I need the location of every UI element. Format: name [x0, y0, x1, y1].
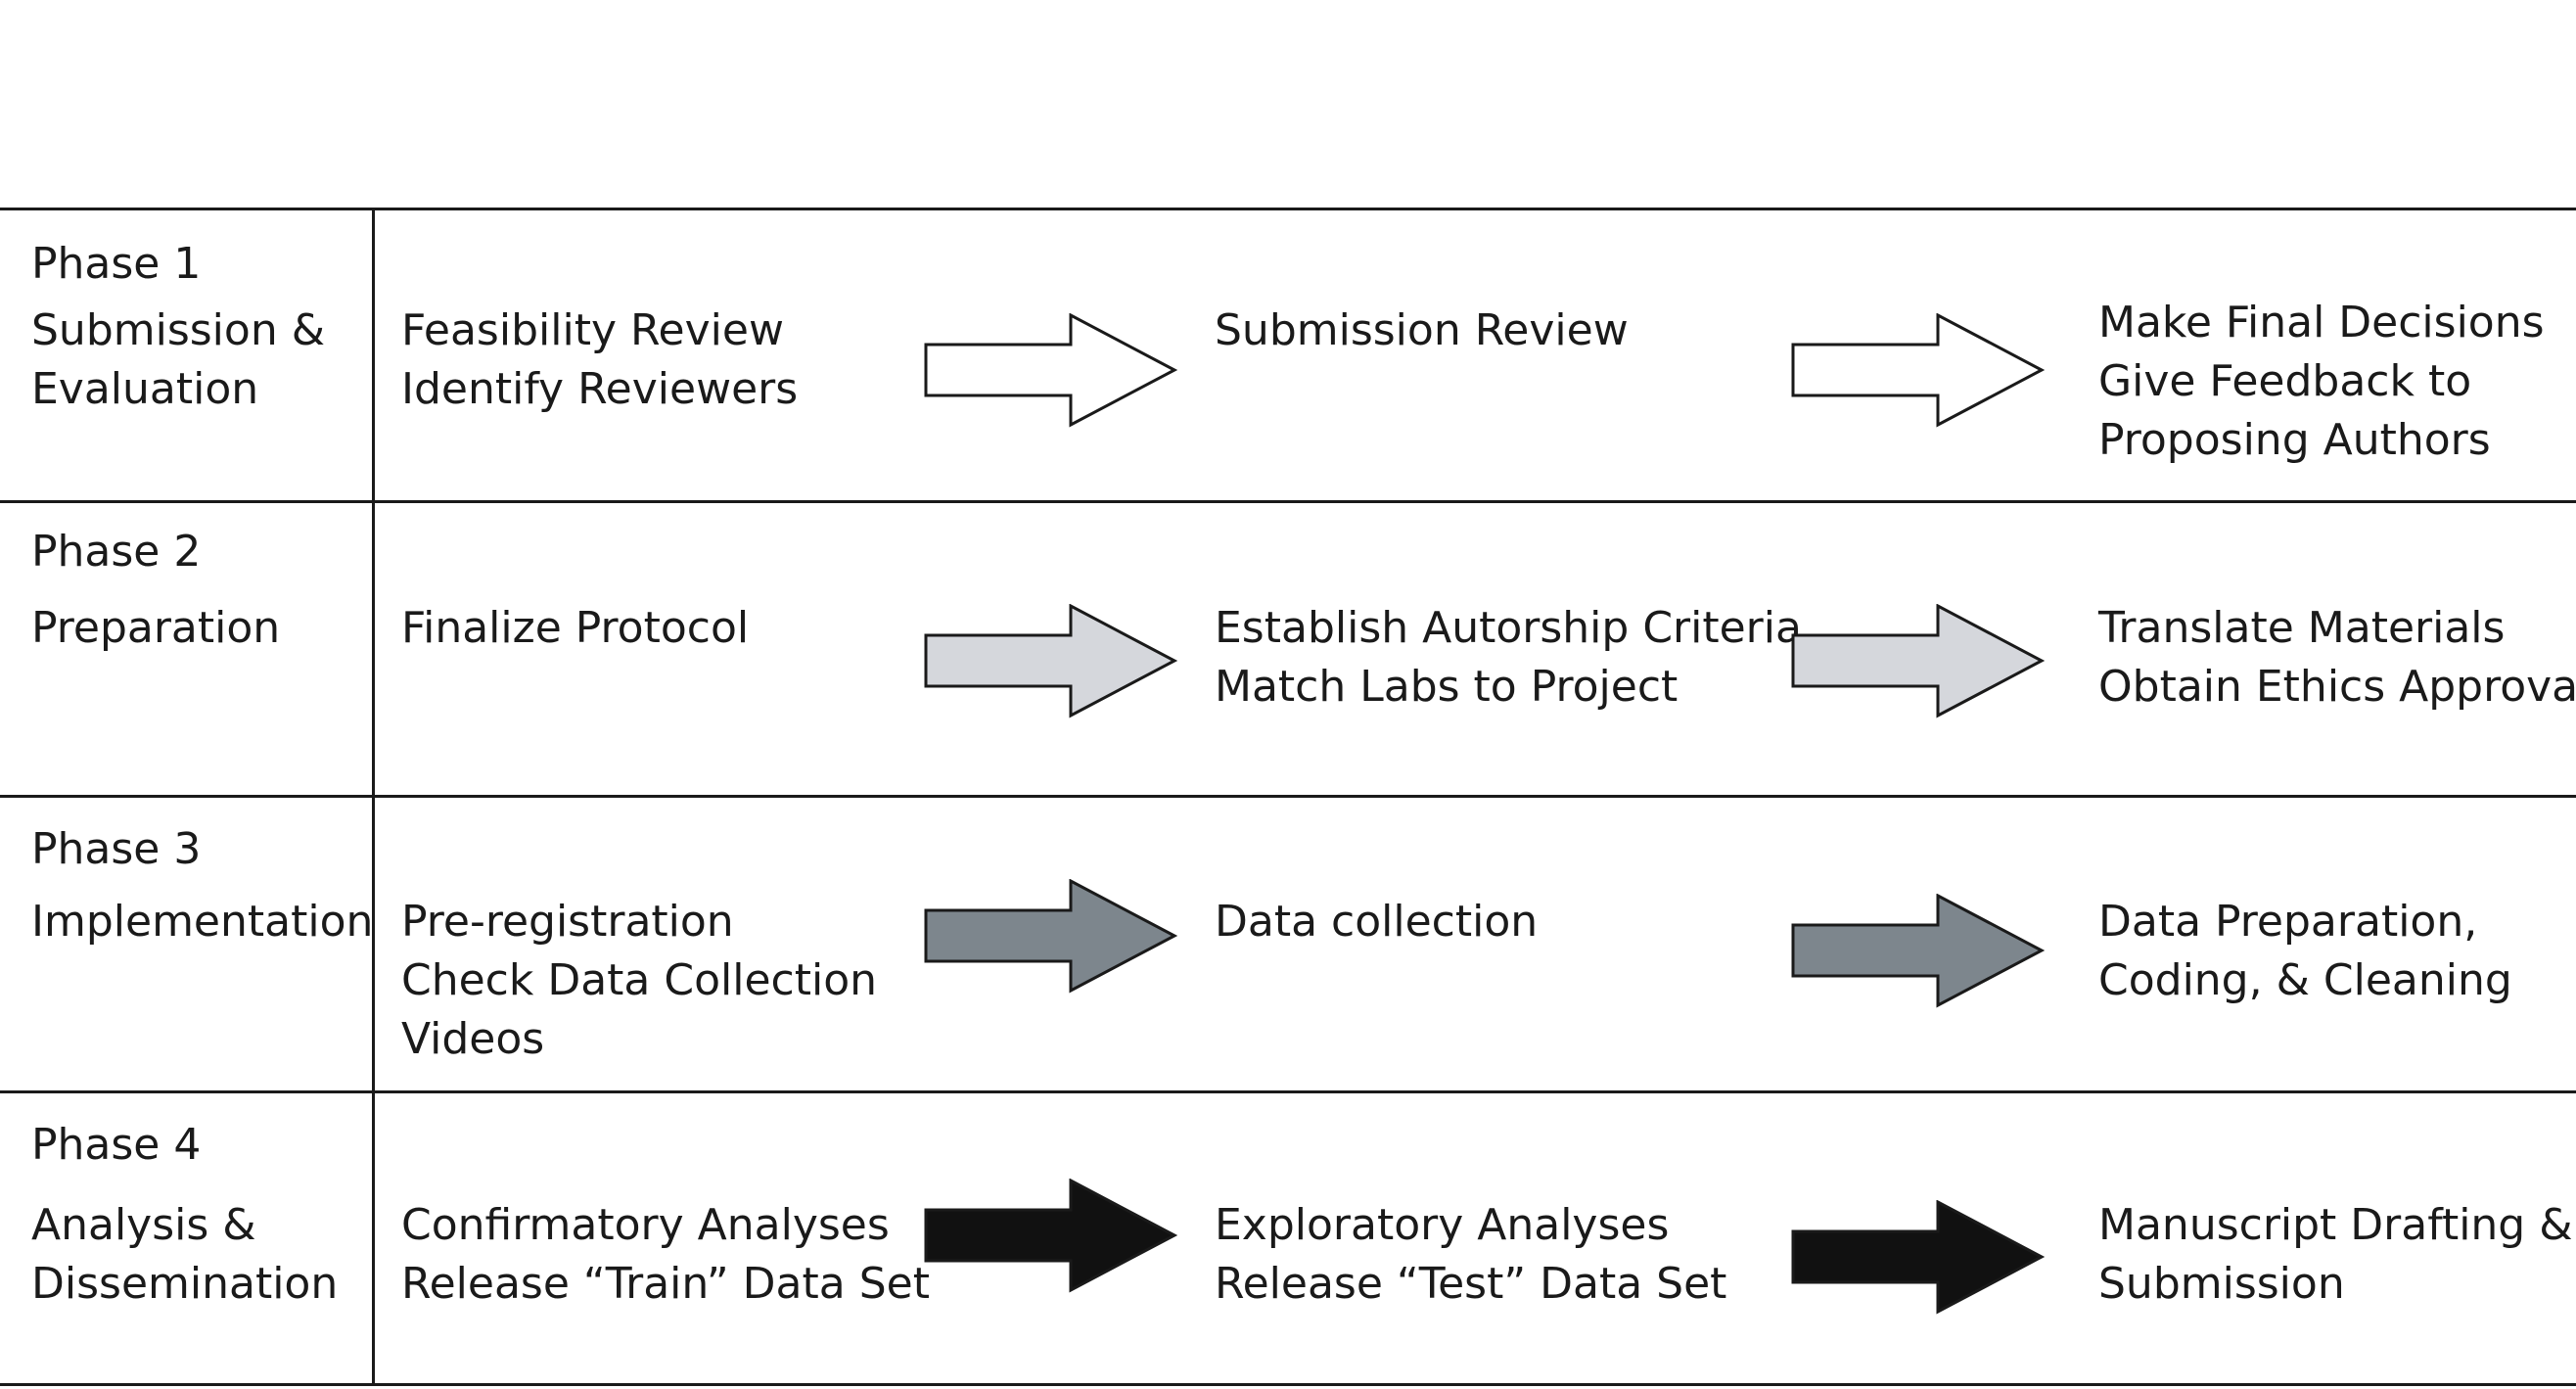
arrow-shape — [1791, 1200, 2046, 1315]
arrow-right-icon — [924, 879, 1178, 994]
phase-name: Analysis & Dissemination — [31, 1200, 339, 1309]
step-2: Data collection — [1215, 897, 1539, 947]
step-2: Establish Autorship Criteria Match Labs … — [1215, 603, 1802, 712]
row-divider-1 — [0, 500, 2576, 503]
phase-name: Preparation — [31, 603, 281, 653]
step-3: Translate Materials Obtain Ethics Approv… — [2098, 603, 2576, 712]
arrow-right-icon — [924, 1179, 1178, 1293]
step-1: Finalize Protocol — [401, 603, 750, 653]
step-2: Submission Review — [1215, 305, 1629, 355]
arrow-shape — [1791, 313, 2046, 428]
step-1: Pre-registration Check Data Collection V… — [401, 897, 878, 1064]
phase-name: Implementation — [31, 897, 374, 947]
arrow-right-icon — [1791, 313, 2046, 428]
arrow-right-icon — [1791, 1200, 2046, 1315]
step-1: Confirmatory Analyses Release “Train” Da… — [401, 1200, 930, 1309]
arrow-shape — [924, 604, 1178, 718]
phase-label: Phase 4 — [31, 1120, 202, 1170]
arrow-shape — [1791, 894, 2046, 1008]
step-1: Feasibility Review Identify Reviewers — [401, 305, 799, 414]
row-divider-2 — [0, 795, 2576, 798]
phase-label: Phase 1 — [31, 239, 202, 289]
step-2: Exploratory Analyses Release “Test” Data… — [1215, 1200, 1727, 1309]
row-divider-bottom — [0, 1383, 2576, 1386]
arrow-right-icon — [924, 313, 1178, 428]
step-3: Make Final Decisions Give Feedback to Pr… — [2098, 298, 2545, 465]
arrow-right-icon — [924, 604, 1178, 718]
arrow-right-icon — [1791, 894, 2046, 1008]
step-3: Manuscript Drafting & Submission — [2098, 1200, 2573, 1309]
arrow-shape — [1791, 604, 2046, 718]
row-divider-top — [0, 208, 2576, 210]
phase-label: Phase 3 — [31, 824, 202, 874]
row-divider-3 — [0, 1090, 2576, 1093]
step-3: Data Preparation, Coding, & Cleaning — [2098, 897, 2512, 1005]
arrow-shape — [924, 313, 1178, 428]
arrow-shape — [924, 1179, 1178, 1293]
arrow-right-icon — [1791, 604, 2046, 718]
phase-name: Submission & Evaluation — [31, 305, 326, 414]
arrow-shape — [924, 879, 1178, 994]
column-divider — [372, 208, 375, 1386]
phase-label: Phase 2 — [31, 527, 202, 577]
